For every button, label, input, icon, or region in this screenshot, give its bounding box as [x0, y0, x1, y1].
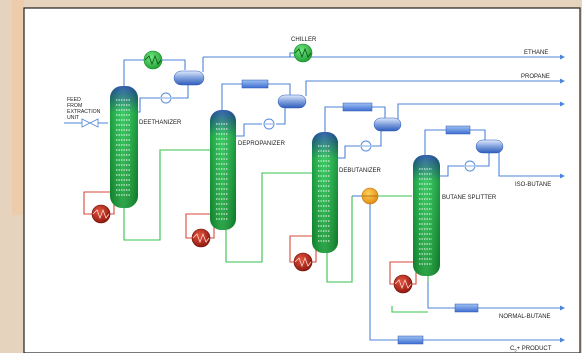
column-butane-splitter: [413, 155, 440, 276]
valve-icon: [81, 118, 99, 128]
flow-arrows: [560, 54, 565, 343]
column-trays: [116, 99, 432, 265]
chiller-icon: [293, 43, 313, 63]
chiller-label: CHILLER: [291, 37, 317, 43]
svg-text:FEED: FEED: [67, 97, 81, 103]
svg-text:UNIT: UNIT: [67, 115, 80, 121]
reflux-drum-icon: [173, 70, 205, 86]
pump-icon: [464, 160, 476, 172]
ethane-label: ETHANE: [524, 50, 548, 56]
left-margin-strip: [12, 0, 24, 215]
reflux-drum-icon: [475, 139, 504, 154]
chiller-icon: [143, 50, 163, 70]
pump-icon: [263, 118, 275, 130]
svg-text:FROM: FROM: [67, 103, 82, 109]
column-depropanizer: [210, 110, 236, 230]
pump-icon: [360, 140, 372, 152]
deethanizer-label: DEETHANIZER: [139, 120, 182, 126]
depropanizer-label: DEPROPANIZER: [238, 141, 286, 147]
svg-text:EXTRACTION: EXTRACTION: [67, 109, 101, 115]
propane-label: PROPANE: [521, 74, 550, 80]
reboiler-icon: [393, 274, 413, 294]
feed-label: FEED FROM EXTRACTION UNIT: [67, 97, 101, 121]
reboiler-icon: [191, 228, 211, 248]
heat-exchanger-icon: [361, 187, 379, 205]
heat-exchanger-icon: [454, 303, 479, 313]
reflux-drum-icon: [277, 94, 307, 109]
iso-butane-label: ISO-BUTANE: [515, 182, 551, 188]
pump-icon: [160, 92, 172, 104]
condenser-icon: [445, 125, 471, 135]
reboiler-icon: [91, 204, 111, 224]
red-pipes: [83, 191, 417, 285]
column-debutanizer: [312, 132, 338, 253]
butane-splitter-label: BUTANE SPLITTER: [442, 195, 497, 201]
reflux-drum-icon: [373, 117, 402, 132]
reboiler-icon: [293, 252, 313, 272]
condenser-icon: [342, 102, 373, 112]
condenser-icon: [241, 79, 269, 89]
green-pipes: [123, 149, 429, 313]
normal-butane-label: NORMAL-BUTANE: [499, 314, 551, 320]
heat-exchanger-icon: [397, 335, 424, 345]
c5-product-label: C5+ PRODUCT: [510, 346, 552, 353]
column-deethanizer: [110, 86, 138, 208]
debutanizer-label: DEBUTANIZER: [339, 168, 382, 174]
